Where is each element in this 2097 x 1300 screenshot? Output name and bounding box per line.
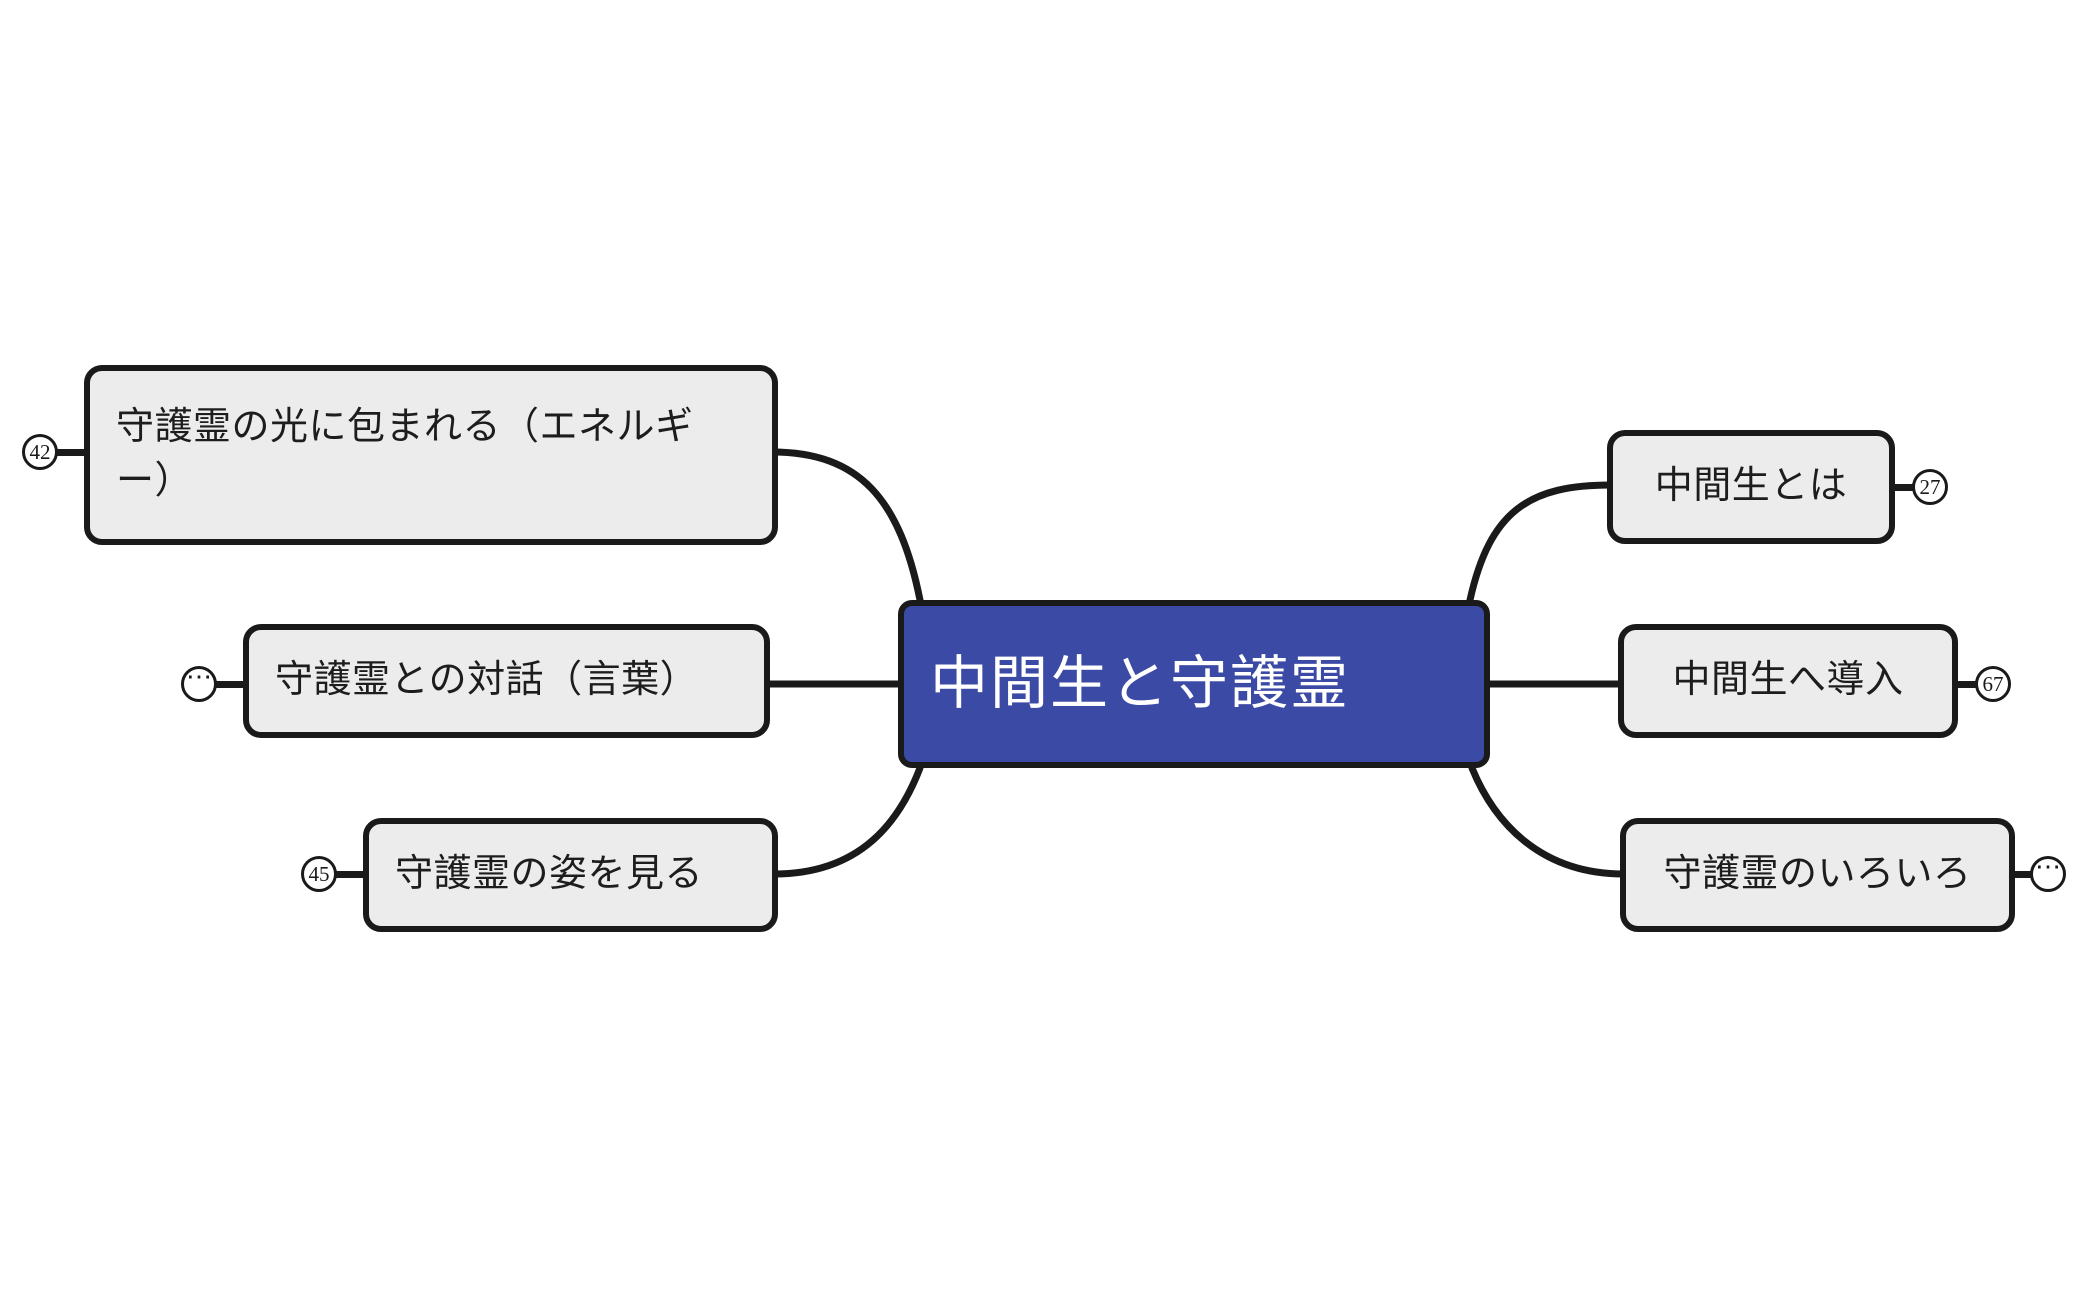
badge-right-2[interactable]: 67 bbox=[1975, 666, 2011, 702]
badge-right-1[interactable]: 27 bbox=[1912, 469, 1948, 505]
node-left-3[interactable]: 守護霊の姿を見る bbox=[363, 818, 778, 932]
badge-left-1[interactable]: 42 bbox=[22, 434, 58, 470]
edge-central-to-right-3 bbox=[1468, 764, 1628, 878]
badge-stub-right-1 bbox=[1890, 484, 1916, 491]
badge-left-2[interactable]: ⋯ bbox=[181, 663, 217, 702]
node-right-3-label: 守護霊のいろいろ bbox=[1663, 853, 1972, 896]
node-left-1[interactable]: 守護霊の光に包まれる（エネルギー） bbox=[84, 365, 778, 545]
central-node-label: 中間生と守護霊 bbox=[930, 650, 1351, 716]
edge-central-to-left-3 bbox=[770, 764, 924, 878]
node-right-2[interactable]: 中間生へ導入 bbox=[1618, 624, 1958, 738]
edge-central-to-right-1 bbox=[1466, 481, 1615, 604]
node-left-1-label: 守護霊の光に包まれる（エネルギー） bbox=[116, 406, 694, 502]
central-node[interactable]: 中間生と守護霊 bbox=[898, 600, 1490, 768]
badge-stub-left-2 bbox=[215, 681, 249, 688]
node-left-2-label: 守護霊との対話（言葉） bbox=[275, 659, 699, 702]
node-right-1-label: 中間生とは bbox=[1654, 465, 1848, 508]
node-right-2-label: 中間生へ導入 bbox=[1672, 659, 1904, 702]
badge-right-3[interactable]: ⋯ bbox=[2030, 853, 2066, 892]
badge-stub-left-3 bbox=[335, 871, 369, 878]
badge-stub-right-2 bbox=[1953, 681, 1979, 688]
node-left-3-label: 守護霊の姿を見る bbox=[395, 853, 704, 896]
badge-stub-right-3 bbox=[2010, 871, 2034, 878]
node-right-1[interactable]: 中間生とは bbox=[1607, 430, 1895, 544]
badge-left-3[interactable]: 45 bbox=[301, 856, 337, 892]
node-right-3[interactable]: 守護霊のいろいろ bbox=[1620, 818, 2015, 932]
badge-stub-left-1 bbox=[56, 449, 90, 456]
node-left-2[interactable]: 守護霊との対話（言葉） bbox=[243, 624, 770, 738]
edge-central-to-left-1 bbox=[768, 448, 924, 604]
